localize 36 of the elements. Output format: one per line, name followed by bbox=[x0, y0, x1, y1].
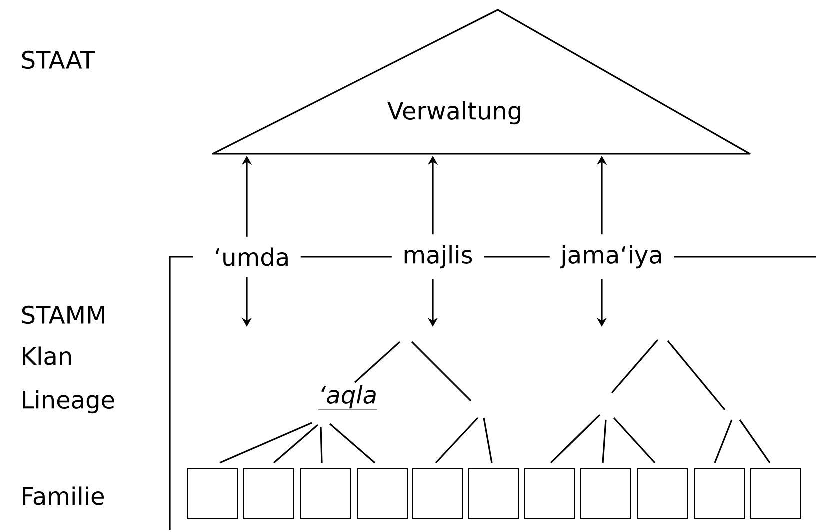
level-label: STAAT bbox=[22, 50, 96, 70]
term-label: ‘umda bbox=[216, 248, 288, 266]
connector-line bbox=[320, 426, 323, 464]
family-box bbox=[694, 468, 746, 520]
family-box bbox=[187, 468, 238, 520]
family-box bbox=[580, 468, 632, 520]
connector-line bbox=[550, 414, 601, 464]
connector-line bbox=[674, 256, 816, 258]
family-box bbox=[750, 468, 802, 520]
connector-line bbox=[220, 422, 312, 464]
level-label: Lineage bbox=[23, 390, 114, 414]
connector-line bbox=[300, 256, 392, 258]
triangle: Verwaltung bbox=[212, 9, 751, 155]
connector-line bbox=[739, 420, 771, 464]
connector-line bbox=[273, 424, 319, 464]
family-box bbox=[468, 468, 520, 520]
level-label: STAMM bbox=[22, 306, 104, 324]
connector-line bbox=[354, 341, 401, 384]
family-box bbox=[524, 468, 576, 520]
connector-line bbox=[483, 418, 493, 464]
family-box bbox=[243, 468, 294, 520]
family-box bbox=[300, 468, 352, 520]
family-box bbox=[357, 468, 408, 520]
level-label: Familie bbox=[23, 486, 104, 506]
connector-line bbox=[602, 420, 607, 464]
level-label: Klan bbox=[23, 346, 72, 366]
term-label: majlis bbox=[404, 245, 472, 269]
connector-line bbox=[435, 417, 479, 464]
connector-line bbox=[714, 420, 733, 464]
connector-line bbox=[329, 423, 376, 464]
term-label: ‘aqla bbox=[318, 385, 378, 410]
term-label: jama‘iya bbox=[560, 245, 662, 269]
family-box bbox=[412, 468, 464, 520]
family-box bbox=[637, 468, 688, 520]
connector-line bbox=[484, 256, 550, 258]
connector-line bbox=[613, 417, 656, 464]
